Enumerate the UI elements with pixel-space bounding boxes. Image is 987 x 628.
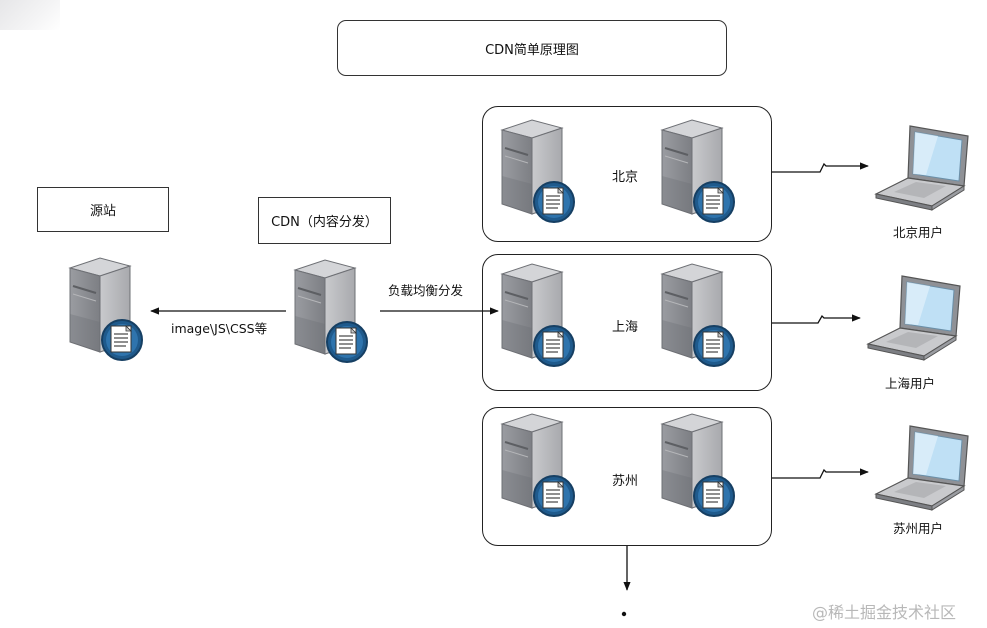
arrow-beijing-user <box>772 162 869 173</box>
edge-label-load-balance: 负载均衡分发 <box>388 283 464 298</box>
server-document-icon <box>648 262 744 378</box>
region-user-label: 苏州用户 <box>893 521 944 536</box>
region-group-suzhou <box>482 407 772 546</box>
diagram-title: CDN简单原理图 <box>337 20 727 76</box>
server-document-icon <box>648 412 744 528</box>
diagram-title-text: CDN简单原理图 <box>485 42 579 58</box>
server-document-icon <box>281 258 377 374</box>
region-group-beijing <box>482 106 772 242</box>
server-document-icon <box>488 262 584 378</box>
server-document-icon <box>648 118 744 234</box>
server-document-icon <box>488 412 584 528</box>
server-document-icon <box>488 118 584 234</box>
watermark-text: @稀土掘金技术社区 <box>812 603 957 622</box>
continuation-dot <box>621 611 627 617</box>
region-group-shanghai <box>482 254 772 391</box>
laptop-icon <box>858 270 970 366</box>
laptop-icon <box>866 420 978 516</box>
server-document-icon <box>56 256 152 372</box>
region-user-label: 北京用户 <box>893 225 944 240</box>
origin-label-box: 源站 <box>37 187 169 232</box>
edge-label-cdn-to-origin: image\JS\CSS等 <box>171 321 268 336</box>
corner-shade <box>0 0 60 30</box>
region-user-label: 上海用户 <box>885 376 936 391</box>
region-city-label: 上海 <box>612 320 639 335</box>
arrow-shanghai-user <box>772 314 861 324</box>
laptop-icon <box>866 120 978 216</box>
region-city-label: 北京 <box>612 170 639 185</box>
origin-label: 源站 <box>89 204 116 219</box>
cdn-label: CDN（内容分发） <box>271 215 378 230</box>
arrow-suzhou-user <box>772 468 869 479</box>
region-city-label: 苏州 <box>612 474 639 489</box>
cdn-label-box: CDN（内容分发） <box>258 197 391 244</box>
